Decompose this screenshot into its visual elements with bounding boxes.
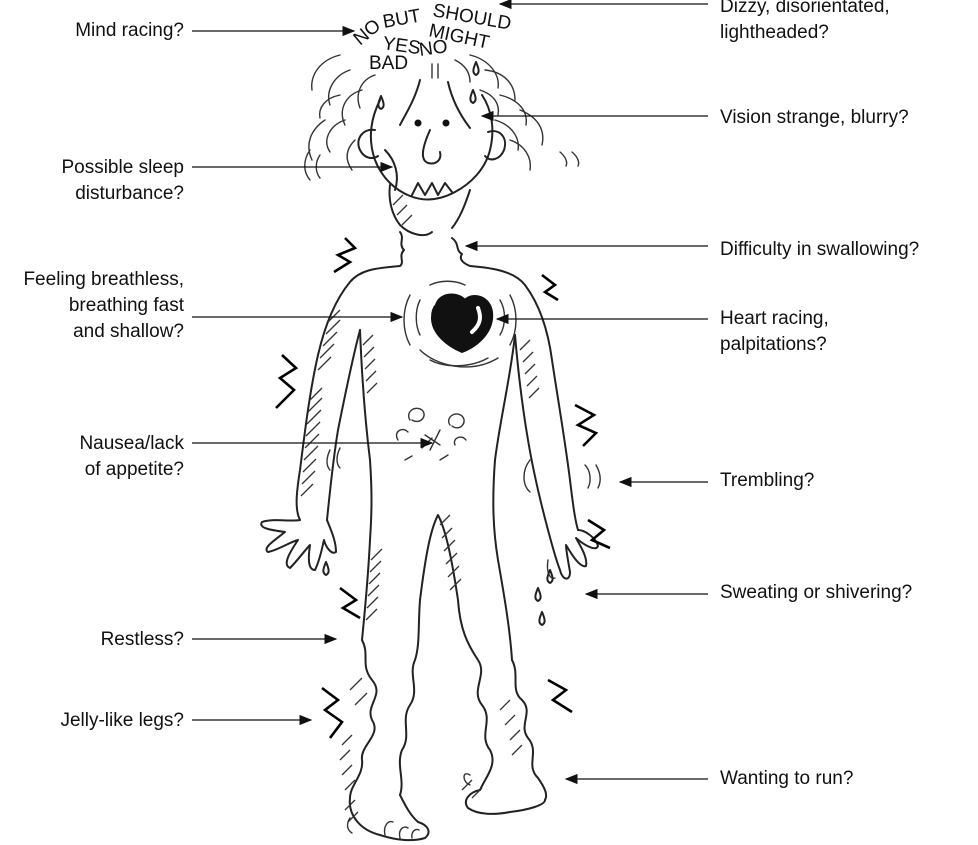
- head-word-no-2: NO: [418, 36, 449, 61]
- heart: [404, 281, 516, 367]
- head-word-no: NO: [350, 15, 385, 49]
- label-mind-racing: Mind racing?: [75, 18, 184, 44]
- hair-strokes: [309, 55, 543, 170]
- leader-arrows: [192, 4, 708, 779]
- head-words: NO BUT SHOULD YES MIGHT NO BAD: [350, 0, 513, 74]
- stomach-swirls: [397, 408, 466, 460]
- label-heart: Heart racing, palpitations?: [720, 306, 829, 358]
- label-trembling: Trembling?: [720, 468, 814, 494]
- label-swallowing: Difficulty in swallowing?: [720, 237, 919, 263]
- label-vision: Vision strange, blurry?: [720, 105, 909, 131]
- trembling-strokes: [305, 150, 600, 833]
- label-sweating: Sweating or shivering?: [720, 580, 912, 606]
- body-outline: [261, 185, 598, 840]
- label-nausea: Nausea/lack of appetite?: [79, 431, 184, 483]
- head-word-bad: BAD: [369, 53, 408, 74]
- label-restless: Restless?: [101, 627, 184, 653]
- label-breathless: Feeling breathless, breathing fast and s…: [23, 267, 184, 345]
- head-word-but: BUT: [381, 6, 422, 33]
- label-jelly-legs: Jelly-like legs?: [60, 708, 184, 734]
- label-dizzy: Dizzy, disorientated, lightheaded?: [720, 0, 890, 46]
- label-sleep-disturbance: Possible sleep disturbance?: [61, 155, 184, 207]
- label-wanting-to-run: Wanting to run?: [720, 766, 853, 792]
